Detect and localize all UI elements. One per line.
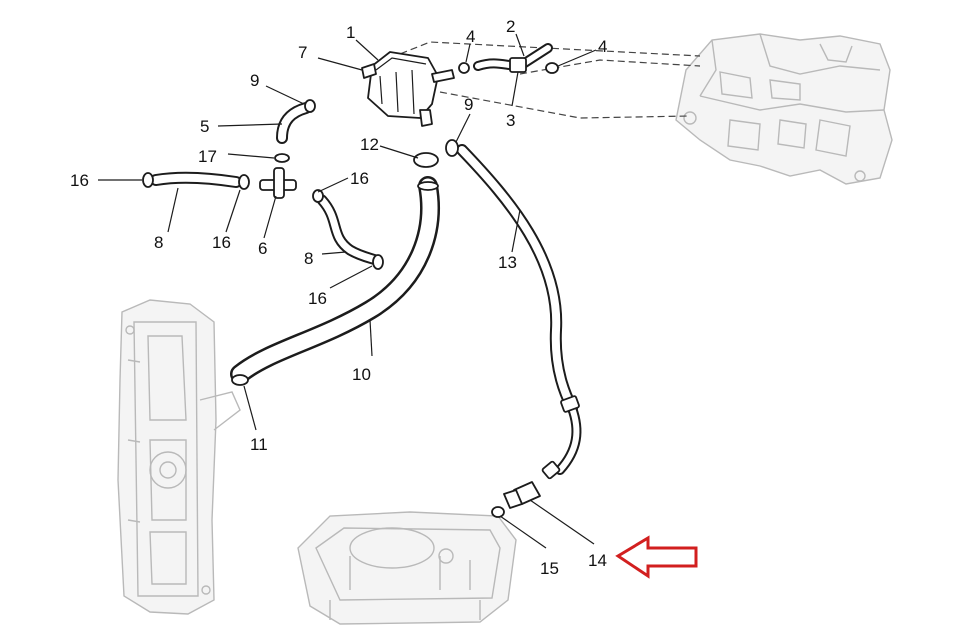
callout-12: 12 [360, 135, 379, 154]
callout-1: 1 [346, 23, 355, 42]
callout-5: 5 [200, 117, 209, 136]
drain-fitting-14 [503, 481, 541, 509]
clamp-11 [231, 374, 249, 386]
callout-9b: 9 [464, 95, 473, 114]
callout-16d: 16 [308, 289, 327, 308]
callout-labels: 1 2 3 4 4 5 6 7 8 8 9 9 10 11 12 13 14 1… [70, 17, 607, 578]
leader-lines [98, 33, 597, 549]
hose-13 [456, 144, 582, 480]
airbox-ghost-outline [675, 33, 893, 185]
callout-10: 10 [352, 365, 371, 384]
hose-8-upper [142, 171, 250, 190]
callout-16c: 16 [350, 169, 369, 188]
breather-tank-1 [361, 51, 455, 127]
hose-8-lower [312, 189, 384, 270]
hose-10 [230, 176, 440, 384]
washer-15 [491, 506, 505, 518]
callout-2: 2 [506, 17, 515, 36]
callout-6: 6 [258, 239, 267, 258]
callout-15: 15 [540, 559, 559, 578]
callout-8b: 8 [304, 249, 313, 268]
callout-4a: 4 [466, 27, 475, 46]
hose-5 [276, 99, 316, 144]
callout-16a: 16 [70, 171, 89, 190]
highlight-arrow-icon [615, 535, 698, 579]
clamp-9-right [445, 139, 459, 157]
callout-9a: 9 [250, 71, 259, 90]
crankcase-ghost-outline [117, 299, 241, 615]
callout-14: 14 [588, 551, 607, 570]
callout-17: 17 [198, 147, 217, 166]
fitting-2-3 [458, 43, 559, 74]
callout-3: 3 [506, 111, 515, 130]
o-ring-17 [274, 153, 290, 163]
callout-16b: 16 [212, 233, 231, 252]
callout-8a: 8 [154, 233, 163, 252]
oil-sump-ghost-outline [297, 511, 517, 625]
callout-7: 7 [298, 43, 307, 62]
callout-11: 11 [250, 435, 268, 454]
clamp-12 [413, 152, 439, 168]
callout-13: 13 [498, 253, 517, 272]
callout-4b: 4 [598, 37, 607, 56]
t-fitting-6 [259, 167, 297, 199]
